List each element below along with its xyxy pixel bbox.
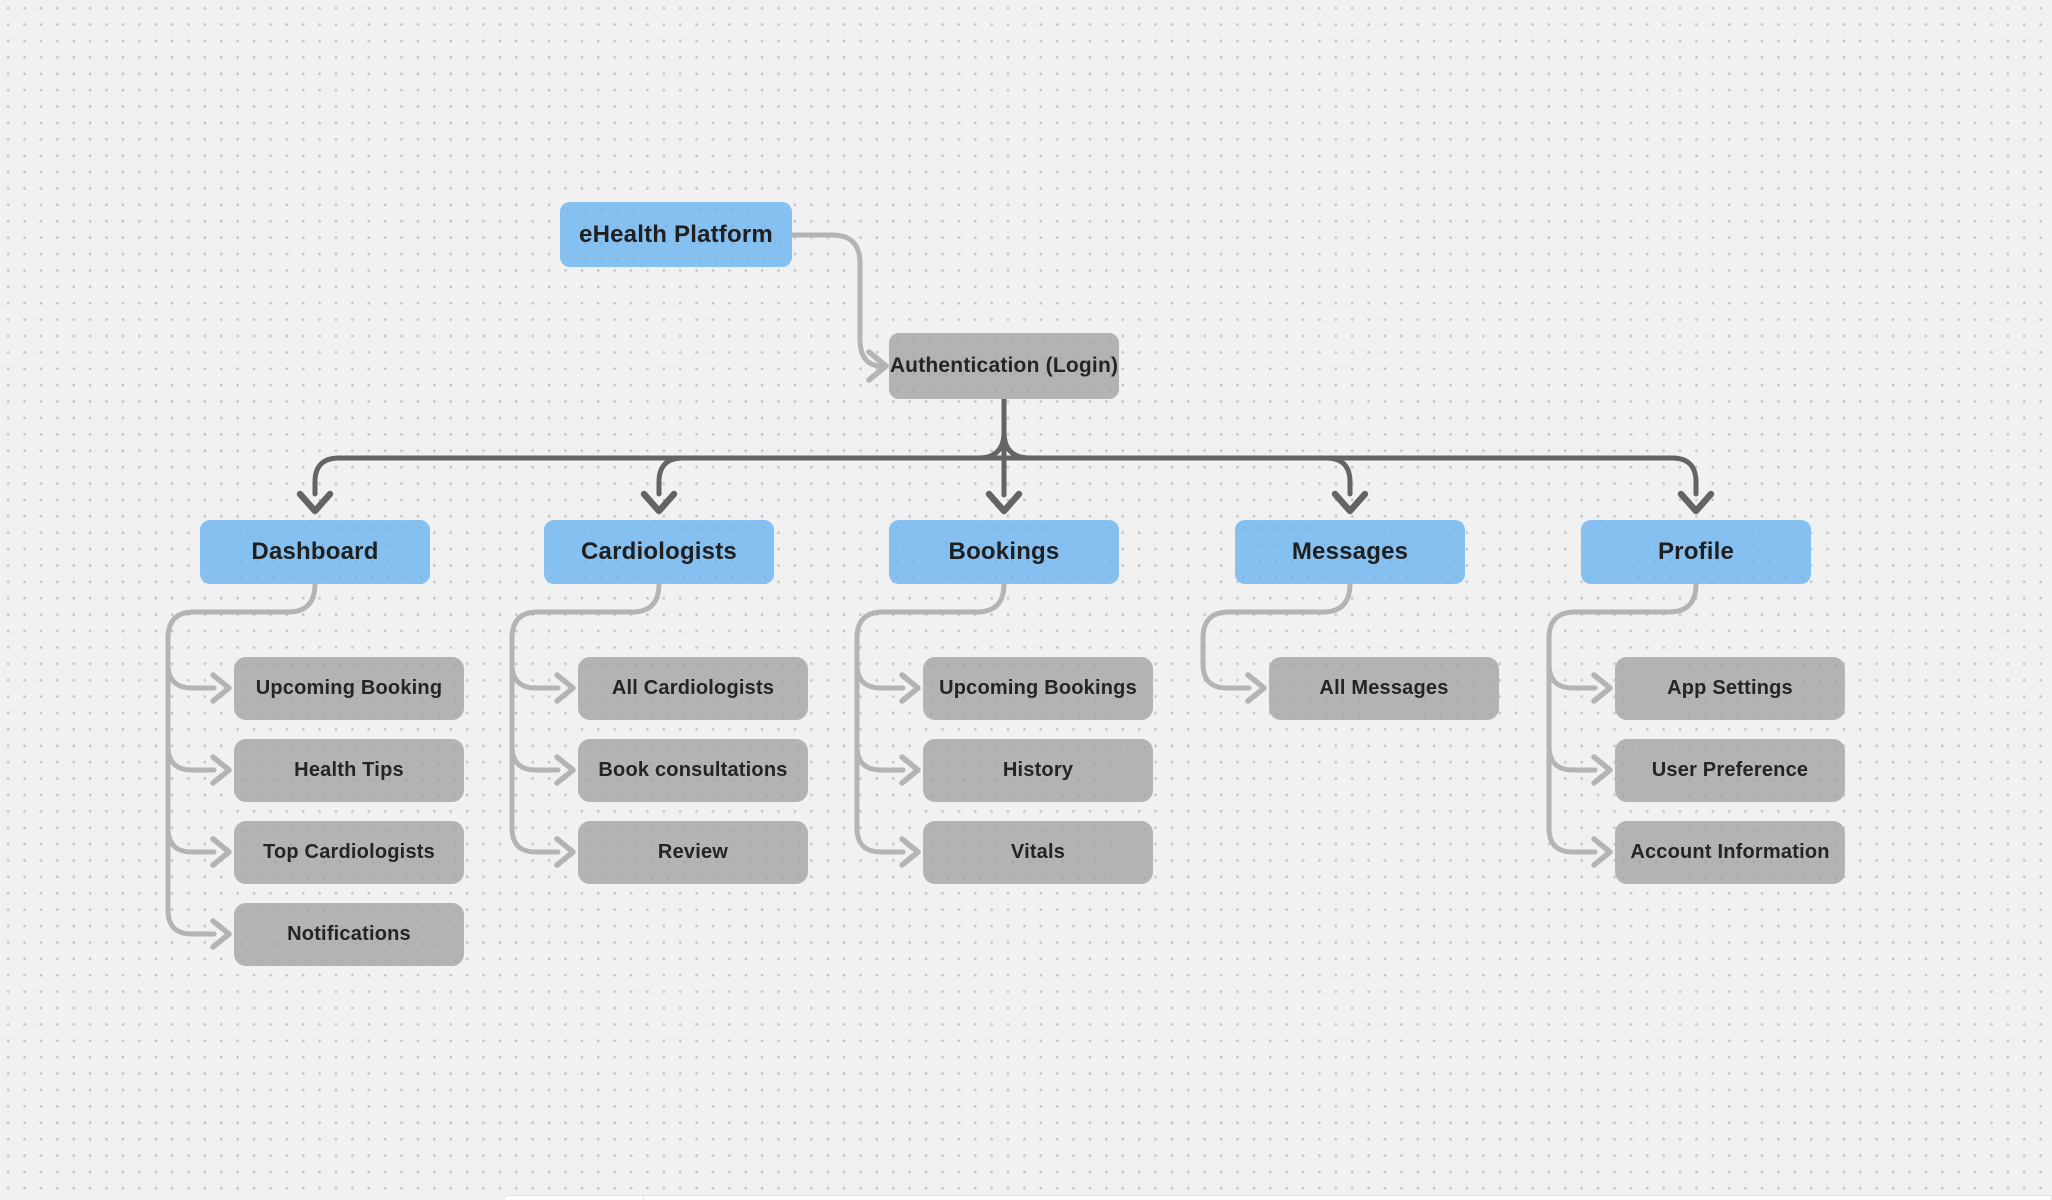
- arrowhead-dashboard: [296, 490, 334, 515]
- node-label: Notifications: [287, 923, 411, 945]
- node-authentication-login[interactable]: Authentication (Login): [889, 333, 1119, 399]
- node-label: History: [1002, 759, 1074, 781]
- node-all-messages[interactable]: All Messages: [1269, 657, 1499, 720]
- node-label: Book consultations: [598, 759, 788, 781]
- edge-dashboard-trunk: [165, 581, 318, 937]
- edge-messages-trunk: [1200, 581, 1353, 691]
- arrowhead-health-tips: [210, 754, 232, 786]
- node-label: Upcoming Booking: [255, 677, 443, 699]
- arrowhead-review: [554, 836, 576, 868]
- arrowhead-history: [899, 754, 921, 786]
- arrowhead-top-cardiologists: [210, 836, 232, 868]
- edge-profile-branch-2: [1546, 743, 1598, 773]
- arrowhead-profile: [1677, 490, 1715, 515]
- bottom-toolbar-edge[interactable]: [503, 1195, 2052, 1200]
- node-label: Review: [657, 841, 729, 863]
- node-book-consultations[interactable]: Book consultations: [578, 739, 808, 802]
- node-top-cardiologists[interactable]: Top Cardiologists: [234, 821, 464, 884]
- arrowhead-cardiologists: [640, 490, 678, 515]
- node-label: App Settings: [1667, 677, 1793, 699]
- node-label: Cardiologists: [581, 538, 737, 565]
- edge-profile-trunk: [1546, 581, 1699, 855]
- edge-cardiologists-branch-2: [509, 743, 561, 773]
- node-user-preference[interactable]: User Preference: [1615, 739, 1845, 802]
- node-vitals[interactable]: Vitals: [923, 821, 1153, 884]
- edge-dashboard-branch-3: [165, 825, 217, 855]
- node-cardiologists[interactable]: Cardiologists: [544, 520, 774, 584]
- arrowhead-app-settings: [1591, 672, 1613, 704]
- node-label: User Preference: [1651, 759, 1809, 781]
- edge-fork-fillet-right: [1001, 429, 1033, 461]
- arrowhead-account-information: [1591, 836, 1613, 868]
- node-all-cardiologists[interactable]: All Cardiologists: [578, 657, 808, 720]
- node-label: Authentication (Login): [889, 354, 1119, 377]
- edge-drop-messages: [1323, 455, 1353, 497]
- node-upcoming-booking[interactable]: Upcoming Booking: [234, 657, 464, 720]
- edge-bookings-branch-2: [854, 743, 906, 773]
- arrowhead-upcoming-bookings: [899, 672, 921, 704]
- node-label: Bookings: [948, 538, 1060, 565]
- arrowhead-messages: [1331, 490, 1369, 515]
- node-label: Upcoming Bookings: [939, 677, 1137, 699]
- node-label: Vitals: [1010, 841, 1066, 863]
- edge-drop-dashboard: [312, 455, 342, 497]
- node-health-tips[interactable]: Health Tips: [234, 739, 464, 802]
- node-app-settings[interactable]: App Settings: [1615, 657, 1845, 720]
- edge-cardiologists-trunk: [509, 581, 662, 855]
- arrowhead-notifications: [210, 918, 232, 950]
- node-label: Top Cardiologists: [263, 841, 435, 863]
- edge-drop-profile: [1669, 455, 1699, 497]
- arrowhead-bookings: [985, 490, 1023, 515]
- edge-fork-fillet-left: [975, 429, 1007, 461]
- arrowhead-all-messages: [1245, 672, 1267, 704]
- arrowhead-upcoming-booking: [210, 672, 232, 704]
- node-label: Health Tips: [294, 759, 404, 781]
- node-dashboard[interactable]: Dashboard: [200, 520, 430, 584]
- node-profile[interactable]: Profile: [1581, 520, 1811, 584]
- arrowhead-all-cardiologists: [554, 672, 576, 704]
- toolbar-divider: [643, 1196, 644, 1200]
- arrowhead-vitals: [899, 836, 921, 868]
- node-label: Account Information: [1630, 841, 1830, 863]
- node-messages[interactable]: Messages: [1235, 520, 1465, 584]
- node-label: Dashboard: [251, 538, 379, 565]
- node-label: Messages: [1291, 538, 1409, 565]
- edge-drop-cardiologists: [656, 455, 686, 497]
- node-label: All Cardiologists: [611, 677, 775, 699]
- edge-bookings-trunk: [854, 581, 1007, 855]
- node-account-information[interactable]: Account Information: [1615, 821, 1845, 884]
- arrowhead-auth: [866, 349, 889, 383]
- arrowhead-book-consultations: [554, 754, 576, 786]
- node-bookings[interactable]: Bookings: [889, 520, 1119, 584]
- node-review[interactable]: Review: [578, 821, 808, 884]
- node-label: eHealth Platform: [579, 220, 773, 248]
- edge-bookings-branch-1: [854, 661, 906, 691]
- edge-profile-branch-1: [1546, 661, 1598, 691]
- node-upcoming-bookings[interactable]: Upcoming Bookings: [923, 657, 1153, 720]
- edge-cardiologists-branch-1: [509, 661, 561, 691]
- edge-root-to-auth: [789, 232, 885, 369]
- node-history[interactable]: History: [923, 739, 1153, 802]
- edge-dashboard-branch-2: [165, 743, 217, 773]
- node-notifications[interactable]: Notifications: [234, 903, 464, 966]
- node-ehealth-platform[interactable]: eHealth Platform: [560, 202, 792, 267]
- node-label: Profile: [1657, 538, 1735, 565]
- arrowhead-user-preference: [1591, 754, 1613, 786]
- edge-dashboard-branch-1: [165, 661, 217, 691]
- node-label: All Messages: [1319, 677, 1449, 699]
